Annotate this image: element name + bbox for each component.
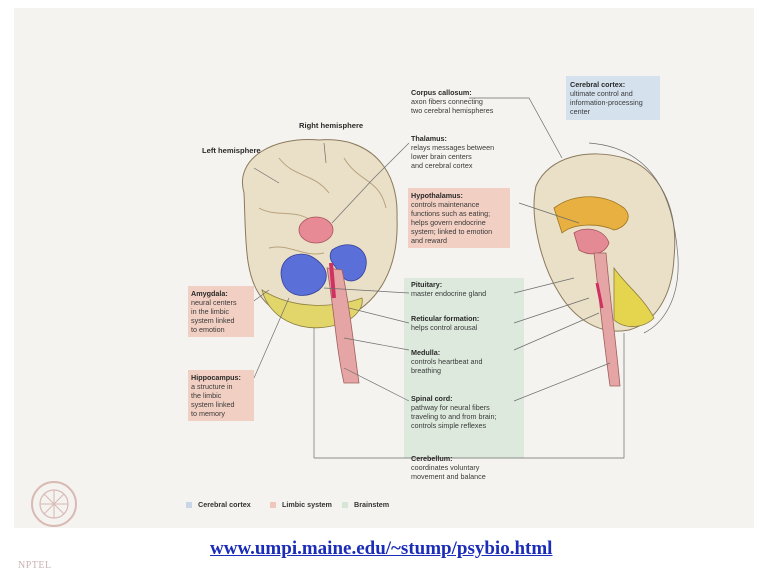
left-brain-drawing bbox=[242, 140, 397, 383]
label-cerebral-cortex: Cerebral cortex: ultimate control and in… bbox=[566, 76, 660, 120]
legend-label-cortex: Cerebral cortex bbox=[198, 500, 251, 509]
label-corpus-callosum: Corpus callosum: axon fibers connecting … bbox=[411, 88, 521, 115]
brain-diagram-figure: Left hemisphere Right hemisphere Corpus … bbox=[14, 8, 754, 528]
right-hemisphere-label: Right hemisphere bbox=[299, 121, 363, 130]
label-spinal-cord: Spinal cord: pathway for neural fibers t… bbox=[411, 394, 523, 430]
label-reticular-formation: Reticular formation: helps control arous… bbox=[411, 314, 521, 332]
legend-swatch-brainstem bbox=[342, 502, 348, 508]
label-hypothalamus: Hypothalamus: controls maintenance funct… bbox=[408, 188, 510, 248]
label-thalamus: Thalamus: relays messages between lower … bbox=[411, 134, 521, 170]
left-hemisphere-label: Left hemisphere bbox=[202, 146, 261, 155]
label-medulla: Medulla: controls heartbeat and breathin… bbox=[411, 348, 521, 375]
legend-swatch-cortex bbox=[186, 502, 192, 508]
right-brain-drawing bbox=[534, 154, 675, 386]
label-cerebellum: Cerebellum: coordinates voluntary moveme… bbox=[411, 454, 523, 481]
source-url-link[interactable]: www.umpi.maine.edu/~stump/psybio.html bbox=[210, 538, 552, 560]
nptel-wheel-logo bbox=[32, 482, 76, 526]
legend-label-brainstem: Brainstem bbox=[354, 500, 389, 509]
label-amygdala: Amygdala: neural centers in the limbic s… bbox=[188, 286, 254, 337]
legend-label-limbic: Limbic system bbox=[282, 500, 332, 509]
label-hippocampus: Hippocampus: a structure in the limbic s… bbox=[188, 370, 254, 421]
legend-swatch-limbic bbox=[270, 502, 276, 508]
nptel-logo-text: NPTEL bbox=[18, 560, 52, 571]
label-pituitary: Pituitary: master endocrine gland bbox=[411, 280, 521, 298]
